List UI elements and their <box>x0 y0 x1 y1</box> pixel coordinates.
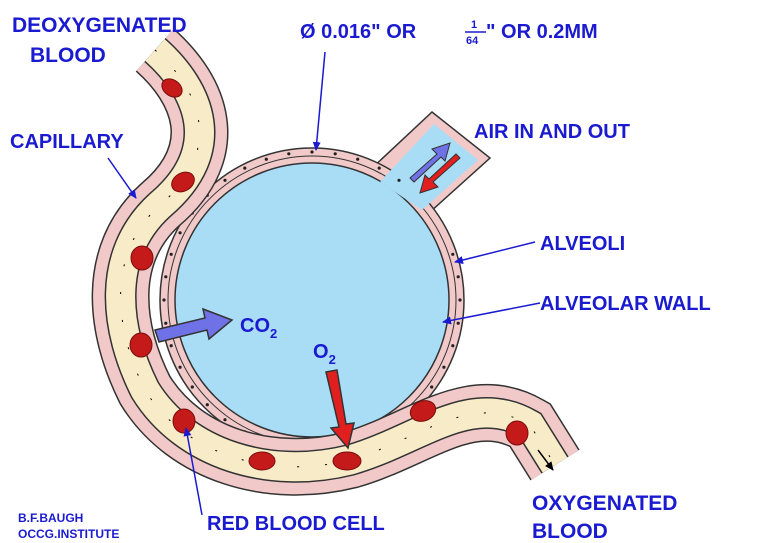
co2-subscript: 2 <box>270 326 277 341</box>
wall-cell-nucleus <box>206 403 209 406</box>
alveolus-air-space <box>175 163 449 437</box>
wall-cell-nucleus <box>162 298 165 301</box>
red-blood-cell-label: RED BLOOD CELL <box>207 513 385 535</box>
oxygenated-label-line2: BLOOD <box>532 520 608 543</box>
size-label: Ø 0.016" OR <box>300 21 417 43</box>
oxygenated-label-line1: OXYGENATED <box>532 492 677 515</box>
alveolar-wall-label: ALVEOLAR WALL <box>540 293 711 315</box>
red-blood-cell <box>130 333 152 357</box>
air-label: AIR IN AND OUT <box>474 121 630 143</box>
o2-main: O <box>313 341 329 363</box>
size-suffix: " OR 0.2MM <box>486 21 598 43</box>
wall-cell-nucleus <box>378 167 381 170</box>
red-blood-cell <box>249 452 275 470</box>
capillary-leader <box>108 158 136 198</box>
wall-cell-nucleus <box>430 385 433 388</box>
wall-cell-nucleus <box>243 167 246 170</box>
size-prefix: Ø 0.016" OR <box>300 21 417 43</box>
size-leader <box>316 52 325 150</box>
red-blood-cell <box>333 452 361 470</box>
wall-cell-nucleus <box>164 275 167 278</box>
alveoli-leader <box>455 242 535 262</box>
wall-cell-nucleus <box>442 366 445 369</box>
wall-cell-nucleus <box>451 253 454 256</box>
wall-cell-nucleus <box>356 158 359 161</box>
credit-line1: B.F.BAUGH <box>18 511 83 525</box>
deoxygenated-label-line1: DEOXYGENATED <box>12 14 187 37</box>
wall-cell-nucleus <box>265 158 268 161</box>
co2-main: CO <box>240 315 270 337</box>
wall-cell-nucleus <box>170 253 173 256</box>
wall-cell-nucleus <box>457 275 460 278</box>
wall-cell-nucleus <box>397 179 400 182</box>
wall-cell-nucleus <box>223 179 226 182</box>
wall-cell-nucleus <box>451 344 454 347</box>
alveoli-label: ALVEOLI <box>540 233 625 255</box>
o2-subscript: 2 <box>329 352 336 367</box>
wall-cell-nucleus <box>457 322 460 325</box>
size-fraction-numerator: 1 <box>471 19 477 31</box>
capillary-label: CAPILLARY <box>10 131 124 153</box>
wall-cell-nucleus <box>458 298 461 301</box>
red-blood-cell <box>173 409 195 433</box>
wall-cell-nucleus <box>191 385 194 388</box>
wall-cell-nucleus <box>179 231 182 234</box>
wall-cell-nucleus <box>164 322 167 325</box>
wall-cell-nucleus <box>179 366 182 369</box>
red-blood-cell <box>506 421 528 445</box>
wall-cell-nucleus <box>310 150 313 153</box>
size-fraction-denominator: 64 <box>466 35 479 47</box>
wall-cell-nucleus <box>170 344 173 347</box>
wall-cell-nucleus <box>334 152 337 155</box>
deoxygenated-label-line2: BLOOD <box>30 44 106 67</box>
wall-cell-nucleus <box>223 418 226 421</box>
credit-line2: OCCG.INSTITUTE <box>18 527 119 541</box>
wall-cell-nucleus <box>287 152 290 155</box>
red-blood-cell <box>131 246 153 270</box>
